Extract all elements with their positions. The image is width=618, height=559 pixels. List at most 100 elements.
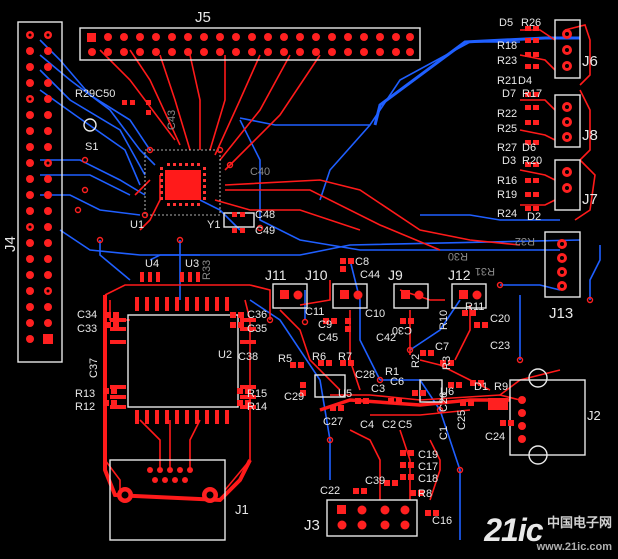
label-c17: C17 (418, 461, 438, 473)
label-r18: R18 (497, 40, 517, 52)
label-c33: C33 (77, 323, 97, 335)
label-c45: C45 (318, 332, 338, 344)
label-c37: C37 (88, 358, 100, 378)
u2-outline (127, 314, 239, 408)
label-j3: J3 (304, 517, 320, 534)
label-u6: U6 (440, 386, 454, 398)
label-j8: J8 (582, 127, 598, 144)
label-r20: R20 (522, 155, 542, 167)
j13-outline (544, 231, 581, 298)
silkscreen-labels: J4 J5 J6 J8 J7 J13 J2 J1 J3 J11 J10 J9 J… (2, 9, 601, 534)
label-d1: D1 (474, 381, 488, 393)
label-c36: C36 (247, 309, 267, 321)
label-c24: C24 (485, 431, 505, 443)
label-r10: R10 (438, 310, 450, 330)
label-c1: C1 (438, 426, 450, 440)
label-r5: R5 (278, 353, 292, 365)
label-j1: J1 (235, 502, 249, 517)
u1-chip (144, 149, 221, 216)
j1-connector (117, 467, 218, 503)
label-c22: C22 (320, 485, 340, 497)
label-c40: C40 (250, 166, 270, 178)
label-c26: C26 (438, 392, 450, 412)
label-c25: C25 (456, 410, 468, 430)
label-r1: R1 (385, 366, 399, 378)
label-j12: J12 (448, 267, 471, 283)
label-c23: C23 (490, 340, 510, 352)
label-d6: D6 (522, 142, 536, 154)
label-r27: R27 (497, 142, 517, 154)
u5-outline (314, 374, 346, 398)
j3-outline (326, 499, 418, 537)
label-d4: D4 (518, 75, 532, 87)
label-c19: C19 (418, 449, 438, 461)
j7-outline (554, 159, 581, 211)
label-r32: R32 (515, 235, 535, 247)
label-r13: R13 (75, 388, 95, 400)
j8-outline (554, 94, 581, 148)
label-r14: R14 (247, 401, 267, 413)
label-r33: R33 (201, 260, 213, 280)
label-y1: Y1 (207, 219, 220, 231)
label-c5: C5 (398, 419, 412, 431)
label-r19: R19 (497, 189, 517, 201)
label-j2: J2 (587, 408, 601, 423)
label-r22: R22 (497, 108, 517, 120)
label-j9: J9 (388, 267, 403, 283)
vias (74, 146, 594, 474)
label-r6: R6 (312, 351, 326, 363)
label-c4: C4 (360, 419, 374, 431)
label-u4: U4 (145, 258, 159, 270)
label-j4: J4 (2, 236, 19, 252)
label-c44: C44 (360, 269, 380, 281)
j12-outline (451, 283, 487, 309)
label-r2: R2 (410, 354, 422, 368)
label-r26: R26 (521, 17, 541, 29)
label-r25: R25 (497, 123, 517, 135)
j10-outline (332, 283, 368, 309)
watermark: 21ic 中国电子网 www.21ic.com (484, 512, 612, 553)
label-c48: C48 (255, 209, 275, 221)
label-r16: R16 (497, 175, 517, 187)
label-c8: C8 (355, 256, 369, 268)
label-d3: D3 (502, 155, 516, 167)
label-u5: U5 (338, 388, 352, 400)
label-c42: C42 (376, 332, 396, 344)
u2-pads (110, 297, 256, 424)
j2-pads (488, 396, 526, 443)
bottom-copper-traces (39, 39, 601, 540)
label-j6: J6 (582, 53, 598, 70)
label-c28: C28 (355, 369, 375, 381)
j4-pin-1 (43, 334, 53, 344)
j5-outline (79, 27, 421, 61)
silkscreen-outlines (17, 19, 586, 541)
label-r9: R9 (494, 381, 508, 393)
label-j11: J11 (265, 267, 287, 283)
j11-outline (272, 283, 308, 309)
j4-pin-holes (28, 33, 50, 293)
watermark-domain: www.21ic.com (536, 541, 612, 553)
label-j7: J7 (582, 191, 598, 208)
label-j10: J10 (305, 267, 328, 283)
label-c27: C27 (323, 416, 343, 428)
label-c3: C3 (371, 383, 385, 395)
label-c2: C2 (382, 419, 396, 431)
label-d7: D7 (502, 88, 516, 100)
label-r3: R3 (441, 356, 453, 370)
label-c38: C38 (238, 351, 258, 363)
label-r11: R11 (465, 301, 484, 313)
j9-outline (393, 283, 429, 309)
label-c6: C6 (390, 376, 404, 388)
side-connector-holes (560, 32, 569, 288)
label-u2: U2 (218, 349, 232, 361)
label-c18: C18 (418, 473, 438, 485)
label-u3: U3 (185, 258, 199, 270)
label-c49: C49 (255, 225, 275, 237)
jumper-pins (280, 290, 482, 300)
label-c11: C11 (305, 306, 324, 318)
j4-outline (17, 21, 63, 363)
label-r17: R17 (522, 88, 542, 100)
label-c43: C43 (166, 110, 178, 130)
label-r7: R7 (338, 351, 352, 363)
label-r12: R12 (75, 401, 95, 413)
